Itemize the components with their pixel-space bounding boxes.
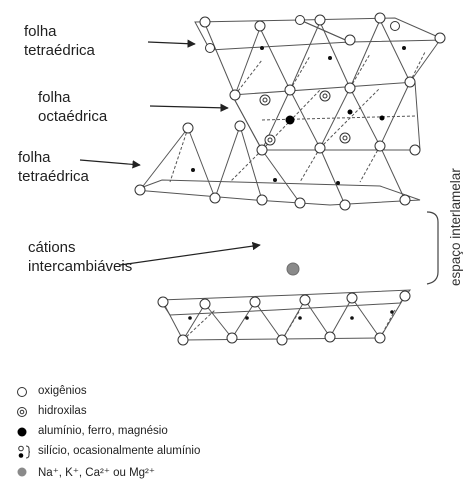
silicon-pair-icon: [16, 445, 32, 459]
legend-item-oxygen: oxigênios: [16, 382, 416, 402]
lower-tetrahedral-sheet: [135, 126, 420, 205]
label-arrows: [80, 42, 260, 265]
hydroxyl-circle-icon: [16, 405, 32, 419]
interlamellar-bracket: [427, 212, 438, 284]
open-circle-icon: [16, 385, 32, 399]
exchangeable-cation: [287, 263, 299, 275]
legend-item-cations: Na⁺, K⁺, Ca²⁺ ou Mg²⁺: [16, 462, 416, 482]
legend-item-metals: alumínio, ferro, magnésio: [16, 422, 416, 442]
legend: oxigênios hidroxilas alumínio, ferro, ma…: [16, 382, 416, 482]
gray-circle-icon: [16, 465, 32, 479]
legend-item-silicon: silício, ocasionalmente alumínio: [16, 442, 416, 462]
filled-circle-icon: [16, 425, 32, 439]
legend-item-hydroxyl: hidroxilas: [16, 402, 416, 422]
silicon-atoms: [188, 46, 406, 320]
second-layer-sheet: [160, 290, 410, 340]
